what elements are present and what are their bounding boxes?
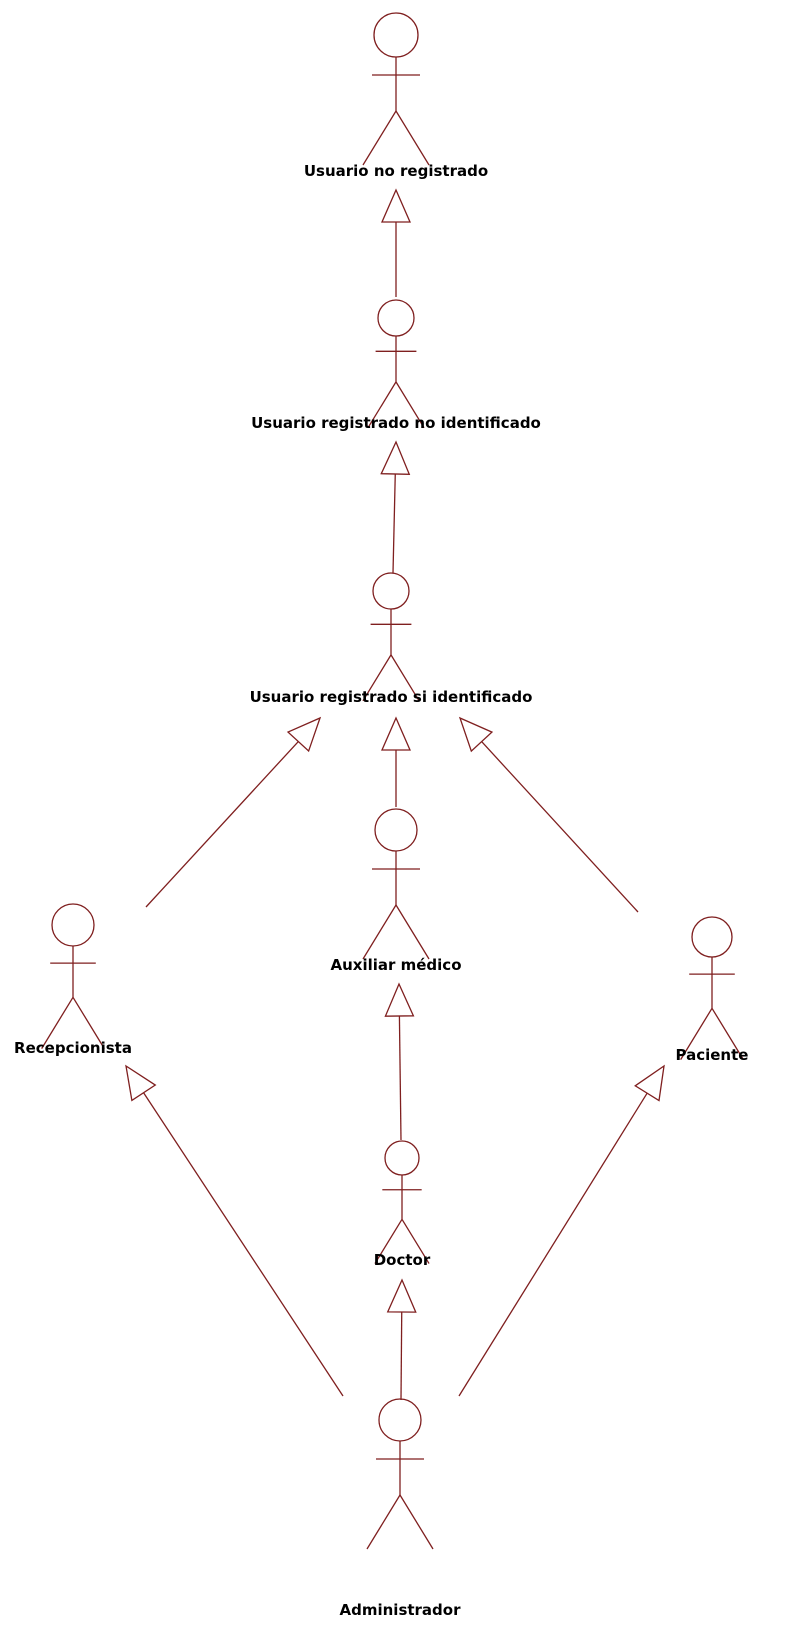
generalization-usuario_registrado_no_identificado-to-usuario_no_registrado [381, 188, 411, 297]
actor-head [372, 572, 410, 610]
actor-left-leg [366, 1494, 401, 1550]
actor-stick-figure-icon [374, 1140, 430, 1264]
actor-left-leg [41, 996, 74, 1049]
generalization-arrowhead-icon [380, 440, 411, 475]
actor-stick-figure-icon [367, 299, 425, 429]
actor-stick-figure-icon [362, 572, 420, 702]
actor-right-leg [72, 996, 105, 1049]
generalization-administrador-to-recepcionista [125, 1064, 344, 1397]
generalization-doctor-to-auxiliar_medico [384, 982, 415, 1141]
generalization-line [398, 1015, 402, 1141]
actor-usuario-registrado-si-identificado[interactable]: Usuario registrado si identificado [250, 572, 533, 706]
actor-head [373, 12, 419, 58]
actor-head [51, 903, 95, 947]
actor-left-leg [362, 110, 397, 166]
generalization-arrowhead-icon [386, 1278, 417, 1313]
actor-left-leg [680, 1007, 713, 1060]
actor-doctor[interactable]: Doctor [374, 1140, 431, 1269]
generalization-line [143, 1092, 344, 1397]
actor-label: Usuario no registrado [304, 162, 488, 180]
actor-recepcionista[interactable]: Recepcionista [14, 903, 132, 1057]
actor-left-leg [374, 1218, 403, 1264]
generalization-arrowhead-icon [381, 188, 411, 223]
actor-right-leg [711, 1007, 744, 1060]
actor-right-leg [390, 654, 420, 702]
actor-usuario-no-registrado[interactable]: Usuario no registrado [304, 12, 488, 180]
actor-label: Usuario registrado no identificado [251, 414, 541, 432]
generalization-administrador-to-doctor [386, 1278, 417, 1401]
actor-stick-figure-icon [362, 12, 430, 166]
generalization-line [481, 741, 639, 913]
generalization-arrowhead-icon [634, 1064, 665, 1102]
actor-stick-figure-icon [680, 916, 744, 1060]
actor-label: Paciente [676, 1046, 749, 1064]
actor-label: Doctor [374, 1251, 431, 1269]
generalization-line [400, 1311, 403, 1401]
actor-right-leg [395, 381, 425, 429]
generalization-administrador-to-paciente [458, 1064, 665, 1397]
actor-head [384, 1140, 420, 1176]
generalization-line [392, 473, 396, 574]
generalization-arrowhead-icon [458, 716, 494, 753]
actor-auxiliar-medico[interactable]: Auxiliar médico [330, 808, 462, 974]
actor-administrador[interactable]: Administrador [340, 1398, 462, 1619]
actor-usuario-registrado-no-identificado[interactable]: Usuario registrado no identificado [251, 299, 541, 432]
generalization-arrowhead-icon [381, 716, 411, 751]
actor-head [691, 916, 733, 958]
actor-left-leg [362, 654, 392, 702]
generalization-usuario_registrado_si_identificado-to-usuario_registrado_no_identificado [380, 440, 411, 574]
actor-head [378, 1398, 422, 1442]
actor-paciente[interactable]: Paciente [676, 916, 749, 1064]
actor-stick-figure-icon [362, 808, 430, 960]
actor-left-leg [367, 381, 397, 429]
generalization-arrowhead-icon [286, 716, 322, 753]
actor-right-leg [395, 110, 430, 166]
generalization-auxiliar_medico-to-usuario_registrado_si_identificado [381, 716, 411, 807]
actor-left-leg [362, 904, 397, 960]
generalization-edges [125, 188, 665, 1401]
actor-right-leg [401, 1218, 430, 1264]
generalization-line [145, 741, 299, 908]
generalization-arrowhead-icon [384, 982, 415, 1017]
actor-label: Usuario registrado si identificado [250, 688, 533, 706]
actor-stick-figure-icon [41, 903, 105, 1049]
actor-head [374, 808, 418, 852]
actor-stick-figure-icon [366, 1398, 434, 1550]
actor-label: Recepcionista [14, 1039, 132, 1057]
generalization-recepcionista-to-usuario_registrado_si_identificado [145, 716, 322, 908]
actor-right-leg [399, 1494, 434, 1550]
actor-label: Administrador [340, 1601, 462, 1619]
generalization-line [458, 1092, 648, 1397]
generalization-paciente-to-usuario_registrado_si_identificado [458, 716, 639, 913]
actor-head [377, 299, 415, 337]
actor-right-leg [395, 904, 430, 960]
generalization-arrowhead-icon [125, 1064, 157, 1102]
actor-label: Auxiliar médico [330, 956, 461, 974]
